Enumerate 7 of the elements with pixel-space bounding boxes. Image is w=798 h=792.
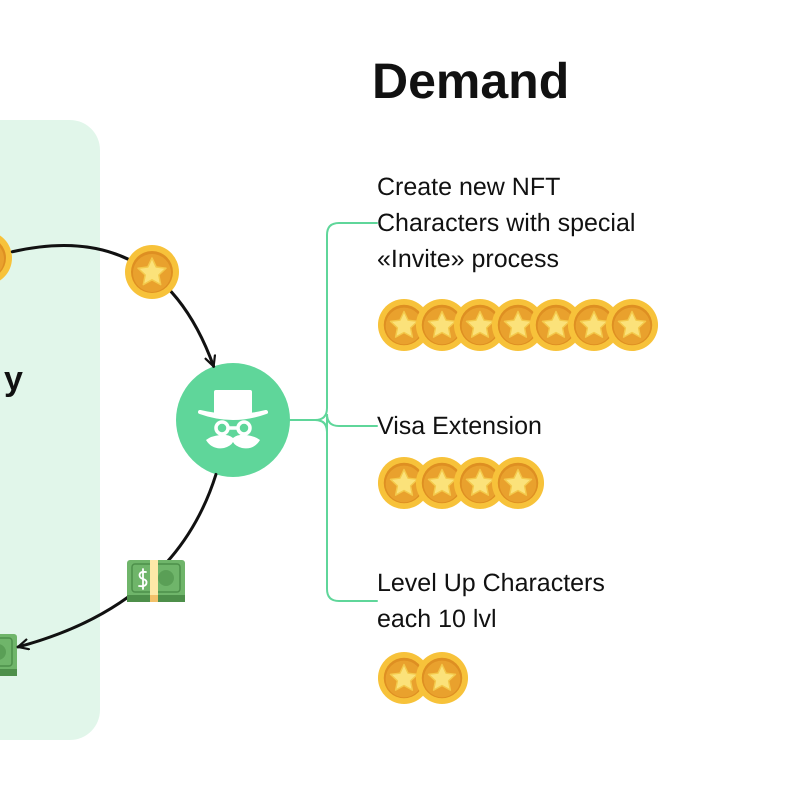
demand-item-text: Level Up Characters each 10 lvl [377,568,606,635]
panel-heading: y [4,360,23,399]
panel-background [0,120,100,740]
demand-item-text: Create new NFT Characters with special «Invite» process [377,172,636,275]
title: Demand [372,52,570,110]
demand-item-text: Visa Extension [377,411,542,442]
connector-line [289,419,378,602]
